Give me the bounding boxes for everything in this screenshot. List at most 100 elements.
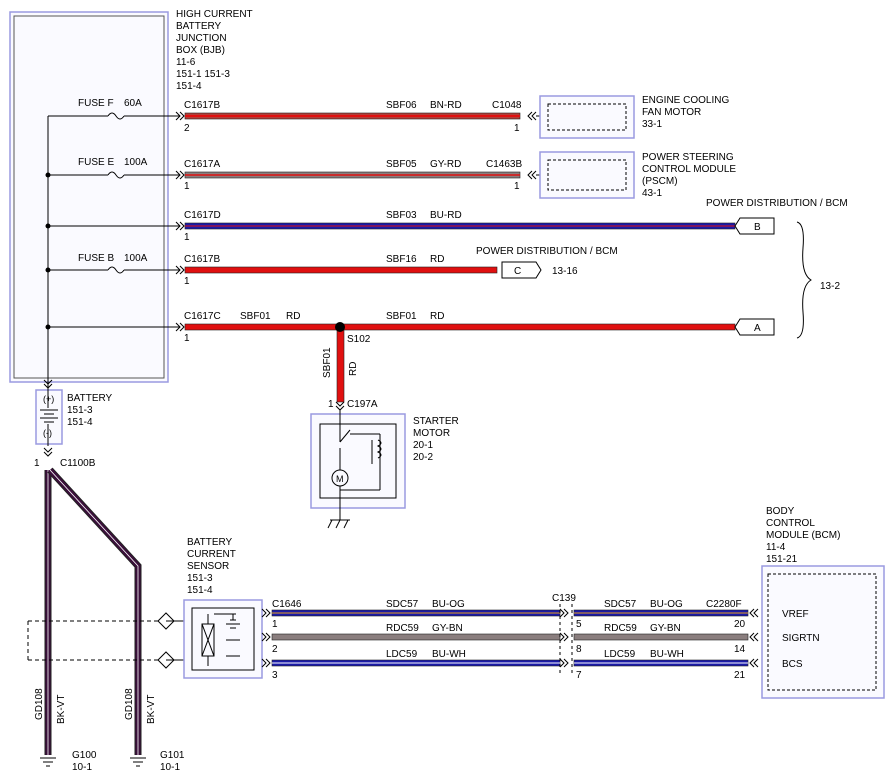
port-c-letter: C — [514, 266, 521, 277]
sensor-pin: 1 — [272, 619, 278, 630]
ground-color-2: BK-VT — [146, 695, 157, 724]
circuit-label: SBF05 — [386, 159, 417, 170]
fuse-e-name: FUSE E — [78, 157, 114, 168]
sensor-ring-terminals — [157, 612, 184, 669]
wire-sbf01-vertical — [336, 327, 345, 403]
wire-color-label: BU-RD — [430, 210, 462, 221]
starter-line: 20-2 — [413, 452, 433, 463]
group-brace — [796, 221, 812, 339]
bjb-box — [9, 11, 169, 383]
sensor-circuit-2: LDC59 — [604, 649, 636, 660]
end-pin-label: 1 — [514, 123, 520, 134]
sensor-wire-3 — [271, 659, 749, 667]
pin-label: 1 — [184, 232, 190, 243]
sensor-label: BATTERY CURRENT SENSOR 151-3 151-4 — [187, 537, 239, 596]
bcm-line: 151-21 — [766, 554, 798, 565]
bjb-title-line: JUNCTION — [176, 33, 227, 44]
end-conn-label: C1048 — [492, 100, 522, 111]
pscm-box — [539, 151, 635, 199]
starter-label: STARTER MOTOR 20-1 20-2 — [413, 416, 462, 463]
sensor-box — [183, 599, 263, 679]
vertical-circuit-label: SBF01 — [322, 347, 333, 378]
circuit-label: SBF16 — [386, 254, 417, 265]
conn-label: C1617B — [184, 100, 220, 111]
starter-conn: C197A — [347, 399, 378, 410]
fan-motor-line: 33-1 — [642, 119, 662, 130]
wire-color-label: RD — [430, 254, 444, 265]
sensor-color-2: BU-WH — [650, 649, 684, 660]
ground-color-1: BK-VT — [56, 695, 67, 724]
starter-pin: 1 — [328, 399, 334, 410]
starter-box — [310, 413, 406, 509]
fan-motor-box — [539, 95, 635, 139]
sensor-circuit: SDC57 — [386, 599, 419, 610]
power-dist-mid-label: POWER DISTRIBUTION / BCM — [476, 246, 618, 257]
sensor-shield-lines — [27, 620, 160, 661]
bjb-title-line: HIGH CURRENT — [176, 9, 253, 20]
pscm-label: POWER STEERING CONTROL MODULE (PSCM) 43-… — [642, 152, 739, 199]
battery-line: BATTERY — [67, 393, 113, 404]
sensor-circuit: RDC59 — [386, 623, 419, 634]
ground-ref: 10-1 — [72, 762, 92, 773]
bjb-title: HIGH CURRENT BATTERY JUNCTION BOX (BJB) … — [176, 9, 255, 92]
starter-chevron — [335, 401, 345, 411]
bjb-title-line: BATTERY — [176, 21, 222, 32]
sensor-line: 151-4 — [187, 585, 213, 596]
starter-line: STARTER — [413, 416, 459, 427]
bcm-line: BODY — [766, 506, 795, 517]
sensor-end-pin: 21 — [734, 670, 746, 681]
sensor-mid-pin: 8 — [576, 644, 582, 655]
pscm-line: POWER STEERING — [642, 152, 734, 163]
fan-motor-line: ENGINE COOLING — [642, 95, 729, 106]
ground-symbols — [40, 757, 146, 767]
bjb-junction-dots — [45, 172, 51, 330]
end-chevron — [527, 170, 537, 180]
pin-label: 1 — [184, 276, 190, 287]
sensor-end-conn: C2280F — [706, 599, 742, 610]
conn-label: C1617B — [184, 254, 220, 265]
bcm-label: BODY CONTROL MODULE (BCM) 11-4 151-21 — [766, 506, 843, 565]
bjb-connector-chevrons — [175, 111, 185, 332]
wire-color-label-2: RD — [430, 311, 444, 322]
starter-line: 20-1 — [413, 440, 433, 451]
sensor-circuit-2: RDC59 — [604, 623, 637, 634]
sensor-line: CURRENT — [187, 549, 236, 560]
sensor-mid-pin: 7 — [576, 670, 582, 681]
port-b-flag — [734, 217, 775, 235]
sensor-internals — [201, 613, 240, 666]
fuse-b-name: FUSE B — [78, 253, 114, 264]
sensor-mid-conn: C139 — [552, 593, 576, 604]
battery-pin: 1 — [34, 458, 40, 469]
port-a-letter: A — [754, 323, 761, 334]
starter-motor-symbol: M — [336, 474, 344, 484]
sensor-end-pin: 14 — [734, 644, 746, 655]
sensor-wire-2 — [271, 633, 749, 641]
fuse-e-rating: 100A — [124, 157, 148, 168]
conn-label: C1617A — [184, 159, 220, 170]
battery-conn: C1100B — [60, 458, 96, 469]
battery-minus: (-) — [43, 428, 52, 438]
sensor-color-2: BU-OG — [650, 599, 683, 610]
sensor-inner — [191, 607, 255, 671]
circuit-label-2: SBF01 — [386, 311, 417, 322]
battery-plus: (+) — [43, 394, 54, 404]
wire-sbf01 — [184, 323, 736, 331]
sensor-line: SENSOR — [187, 561, 229, 572]
pin-label: 1 — [184, 181, 190, 192]
sensor-circuit: LDC59 — [386, 649, 418, 660]
port-c-flag — [501, 261, 542, 279]
sensor-color: BU-WH — [432, 649, 466, 660]
bjb-title-line: 151-4 — [176, 81, 202, 92]
port-b-letter: B — [754, 222, 761, 233]
fuse-b-rating: 100A — [124, 253, 148, 264]
battery-chevron — [43, 447, 53, 457]
starter-internals — [327, 410, 382, 529]
end-conn-label: C1463B — [486, 159, 522, 170]
ground-name: G101 — [160, 750, 185, 761]
fuse-f-rating: 60A — [124, 98, 142, 109]
sensor-chevrons — [261, 608, 759, 668]
pscm-inner — [547, 159, 627, 191]
sensor-color-2: GY-BN — [650, 623, 681, 634]
bjb-internal-bus — [47, 112, 180, 392]
pscm-line: (PSCM) — [642, 176, 678, 187]
